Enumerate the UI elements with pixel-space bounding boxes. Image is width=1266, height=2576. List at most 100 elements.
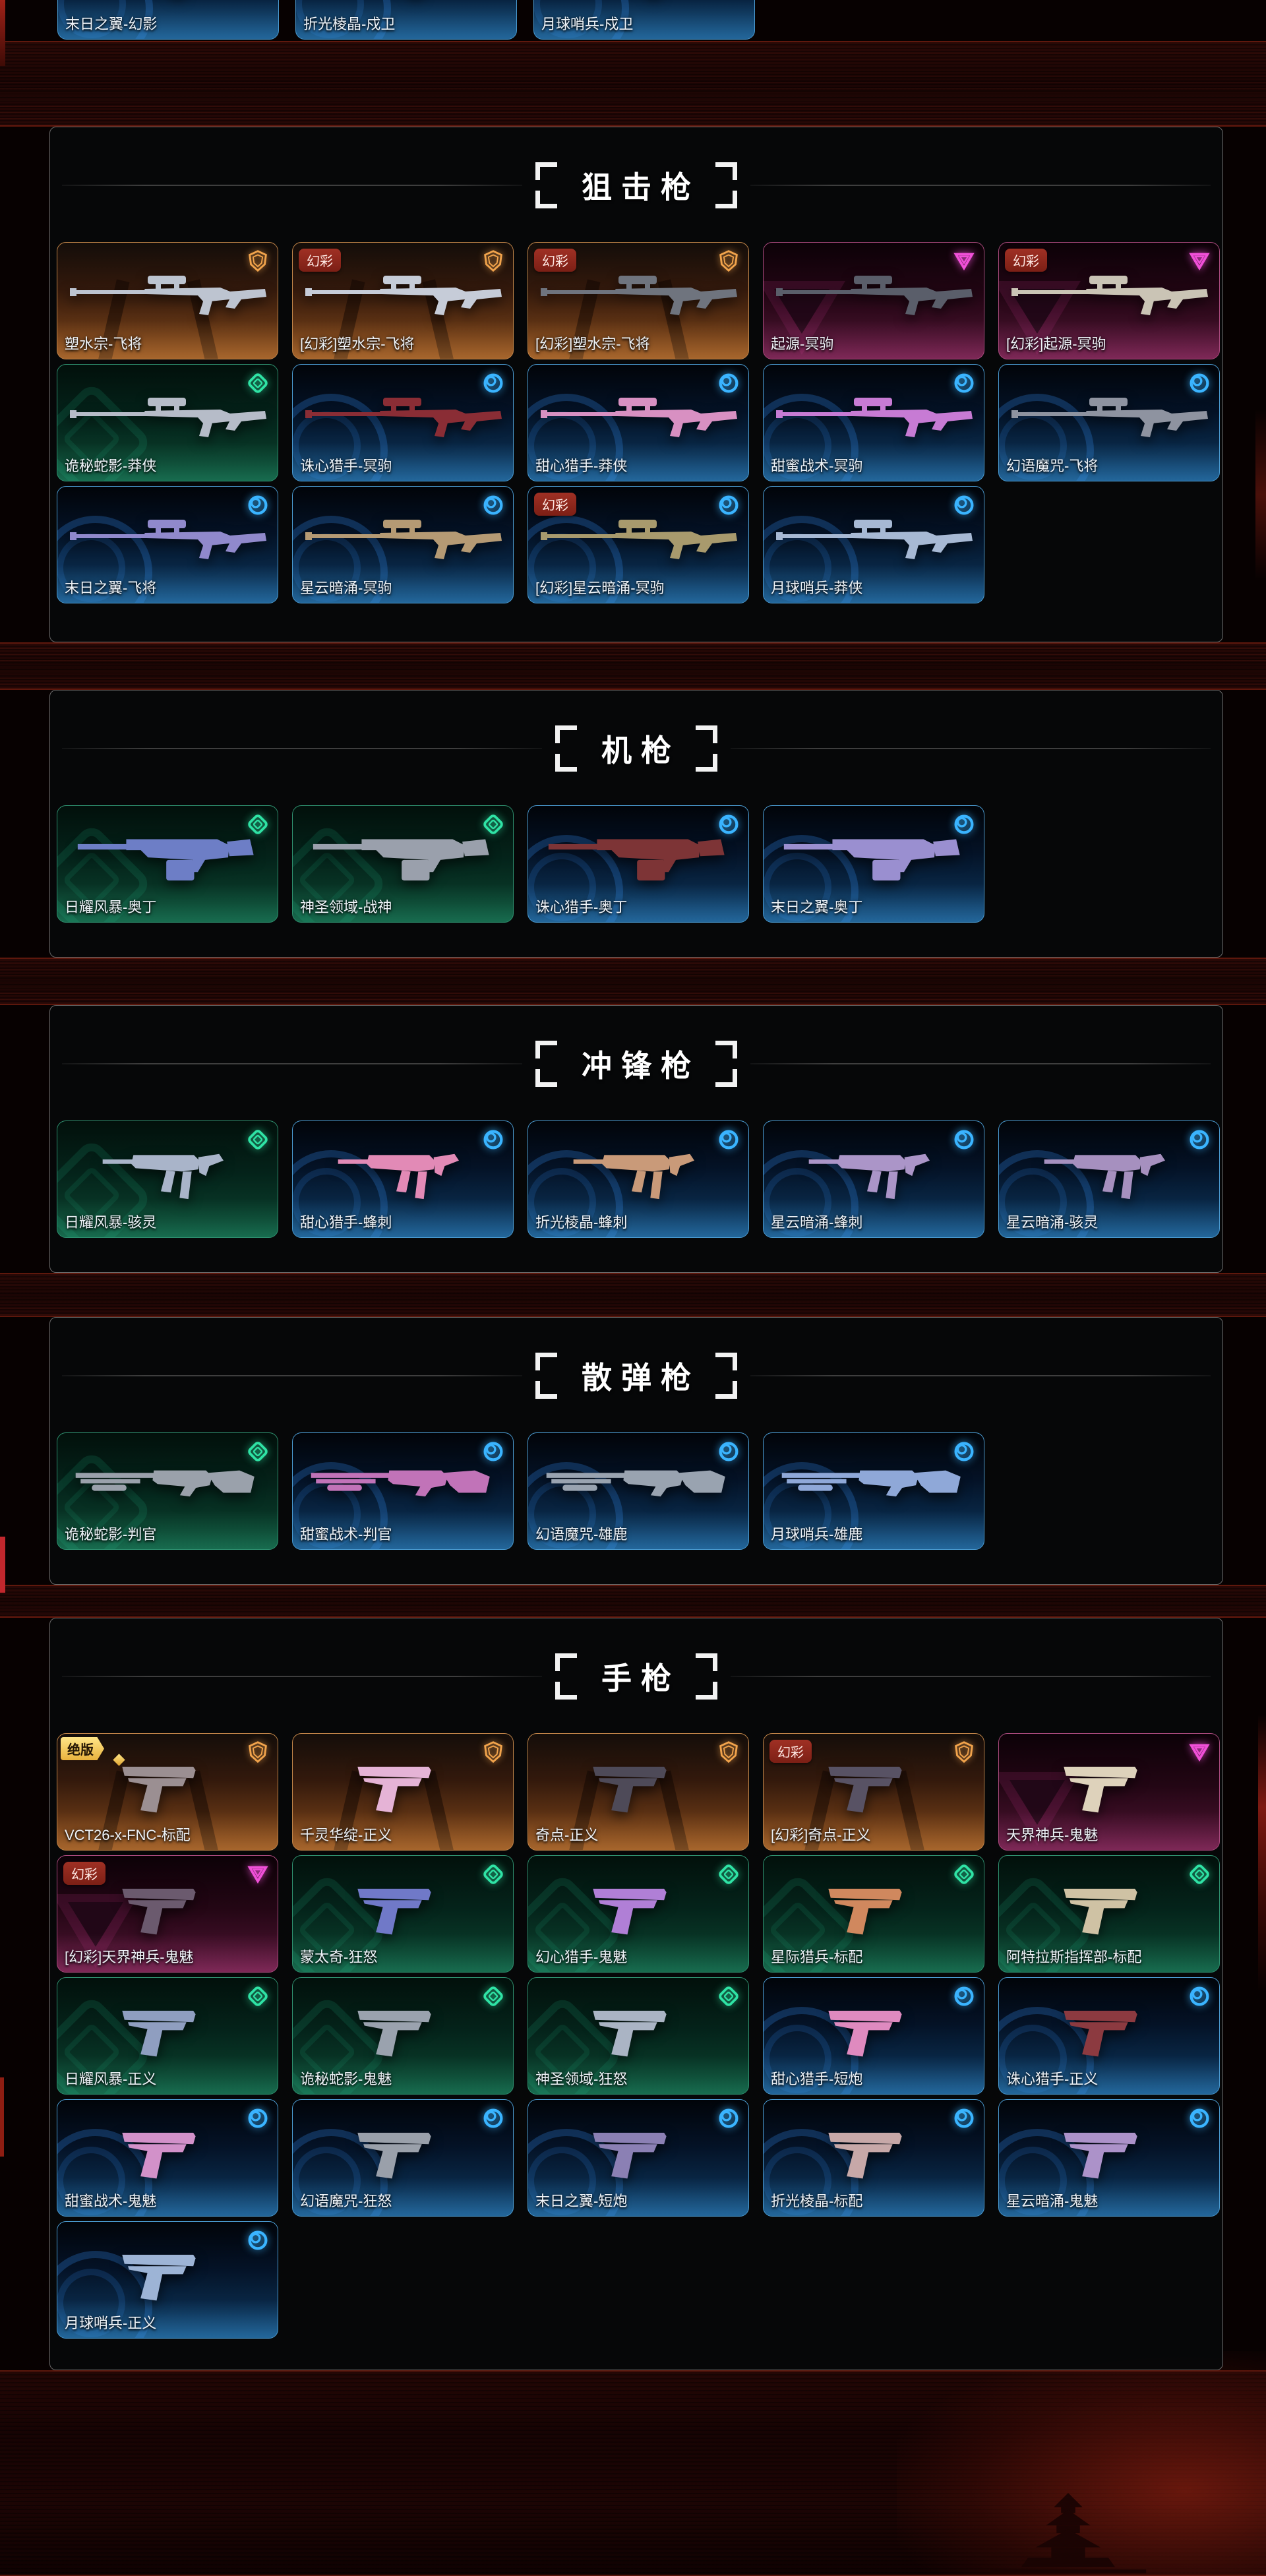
skin-card[interactable]: 诡秘蛇影-莽侠 xyxy=(57,364,278,481)
skin-card[interactable]: 星云暗涌-冥驹 xyxy=(292,486,514,603)
skin-card[interactable]: 星云暗涌-鬼魅 xyxy=(998,2099,1220,2217)
skin-card[interactable]: 起源-冥驹 xyxy=(763,242,984,359)
skin-name: 幻心猎手-鬼魅 xyxy=(535,1949,628,1965)
weapon-silhouette-icon xyxy=(118,2241,217,2307)
skin-card[interactable]: 月球哨兵-正义 xyxy=(57,2221,278,2339)
skin-card[interactable]: 幻彩[幻彩]天界神兵-鬼魅 xyxy=(57,1855,278,1973)
rarity-shield-icon xyxy=(719,1741,738,1763)
skin-card[interactable]: 末日之翼-飞将 xyxy=(57,486,278,603)
skin-name: 诛心猎手-冥驹 xyxy=(300,458,392,474)
skin-card[interactable]: 神圣领域-战神 xyxy=(292,805,514,923)
skin-card[interactable]: 末日之翼-幻影 xyxy=(57,0,279,40)
skin-card[interactable]: 神圣领域-狂怒 xyxy=(528,1977,749,2095)
rarity-diamond-icon xyxy=(248,1442,268,1461)
skin-card[interactable]: 奇点-正义 xyxy=(528,1733,749,1851)
rarity-ring-icon xyxy=(483,1442,503,1461)
weapon-silhouette-icon xyxy=(1060,2119,1159,2185)
skin-card[interactable]: 阿特拉斯指挥部-标配 xyxy=(998,1855,1220,1973)
skin-card[interactable]: 折光棱晶-蜂刺 xyxy=(528,1120,749,1238)
skin-card[interactable]: 末日之翼-短炮 xyxy=(528,2099,749,2217)
weapon-silhouette-icon xyxy=(824,1997,923,2063)
weapon-silhouette-icon xyxy=(779,1456,968,1508)
bg-band xyxy=(0,41,1266,127)
skin-card[interactable]: 月球哨兵-雄鹿 xyxy=(763,1432,984,1550)
skin-card[interactable]: 甜蜜战术-冥驹 xyxy=(763,364,984,481)
skin-card[interactable]: 甜心猎手-蜂刺 xyxy=(292,1120,514,1238)
skin-card[interactable]: 日耀风暴-奥丁 xyxy=(57,805,278,923)
card-grid: 日耀风暴-奥丁神圣领域-战神诛心猎手-奥丁 末日之翼-奥丁 xyxy=(57,805,1216,923)
rarity-ring-icon xyxy=(954,1130,974,1150)
skin-name: 星际猎兵-标配 xyxy=(771,1949,863,1965)
skin-card[interactable]: 千灵华绽-正义 xyxy=(292,1733,514,1851)
weapon-silhouette-icon xyxy=(589,1753,688,1819)
skin-card[interactable]: 天界神兵-鬼魅 xyxy=(998,1733,1220,1851)
card-grid: 诡秘蛇影-判官甜蜜战术-判官 幻语魔咒-雄鹿 月球哨兵-雄鹿 xyxy=(57,1432,1216,1550)
skin-card[interactable]: 幻心猎手-鬼魅 xyxy=(528,1855,749,1973)
skin-card[interactable]: 甜心猎手-莽侠 xyxy=(528,364,749,481)
rarity-ring-icon xyxy=(719,1130,738,1150)
skin-card[interactable]: 月球哨兵-戍卫 xyxy=(533,0,755,40)
skin-card[interactable]: 日耀风暴-骇灵 xyxy=(57,1120,278,1238)
skin-card[interactable]: 诛心猎手-冥驹 xyxy=(292,364,514,481)
bg-band xyxy=(0,642,1266,690)
skin-name: 月球哨兵-正义 xyxy=(65,2315,157,2331)
weapon-silhouette-icon xyxy=(824,2119,923,2185)
skin-card[interactable]: 月球哨兵-莽侠 xyxy=(763,486,984,603)
skin-card[interactable]: 幻彩[幻彩]星云暗涌-冥驹 xyxy=(528,486,749,603)
skin-card[interactable]: 星云暗涌-骇灵 xyxy=(998,1120,1220,1238)
skin-card[interactable]: 诛心猎手-奥丁 xyxy=(528,805,749,923)
weapon-silhouette-icon xyxy=(353,2119,452,2185)
bracket-left-icon xyxy=(555,725,579,772)
skin-name: 阿特拉斯指挥部-标配 xyxy=(1006,1949,1142,1965)
skin-card[interactable]: 幻语魔咒-飞将 xyxy=(998,364,1220,481)
header-line-right xyxy=(731,1676,1211,1677)
skin-card[interactable]: 折光棱晶-标配 xyxy=(763,2099,984,2217)
skin-name: 末日之翼-短炮 xyxy=(535,2193,628,2209)
skin-card[interactable]: 日耀风暴-正义 xyxy=(57,1977,278,2095)
rarity-ring-icon xyxy=(1190,1986,1209,2006)
skin-card[interactable]: 幻彩[幻彩]塑水宗-飞将 xyxy=(292,242,514,359)
skin-card[interactable]: 塑水宗-飞将 xyxy=(57,242,278,359)
rarity-ring-icon xyxy=(248,2108,268,2128)
rarity-ring-icon xyxy=(719,2108,738,2128)
weapon-silhouette-icon xyxy=(1043,1142,1175,1207)
section-header: 机枪 xyxy=(57,709,1216,788)
section-title: 狙击枪 xyxy=(582,169,700,205)
skin-name: 甜蜜战术-判官 xyxy=(300,1526,392,1543)
skin-card[interactable]: 甜蜜战术-鬼魅 xyxy=(57,2099,278,2217)
skin-card[interactable]: 幻彩[幻彩]塑水宗-飞将 xyxy=(528,242,749,359)
skin-card[interactable]: 幻彩[幻彩]起源-冥驹 xyxy=(998,242,1220,359)
skin-card[interactable]: 甜心猎手-短炮 xyxy=(763,1977,984,2095)
card-row: 日耀风暴-正义诡秘蛇影-鬼魅神圣领域-狂怒 甜心猎手-短炮诛心猎手-正义 xyxy=(57,1977,1220,2095)
rarity-ring-icon xyxy=(483,1130,503,1150)
skin-card[interactable]: 诡秘蛇影-鬼魅 xyxy=(292,1977,514,2095)
rarity-ring-icon xyxy=(954,373,974,393)
skin-name: 月球哨兵-雄鹿 xyxy=(771,1526,863,1543)
section-header: 冲锋枪 xyxy=(57,1024,1216,1103)
skin-card[interactable]: 幻语魔咒-雄鹿 xyxy=(528,1432,749,1550)
skin-card[interactable]: 折光棱晶-戍卫 xyxy=(295,0,517,40)
skin-card[interactable]: 星际猎兵-标配 xyxy=(763,1855,984,1973)
skin-card[interactable]: 蒙太奇-狂怒 xyxy=(292,1855,514,1973)
skin-name: 末日之翼-奥丁 xyxy=(771,899,863,915)
skin-name: 神圣领域-狂怒 xyxy=(535,2071,628,2087)
rarity-ring-icon xyxy=(954,1442,974,1461)
skin-name: 幻语魔咒-雄鹿 xyxy=(535,1526,628,1543)
skin-name: 诛心猎手-奥丁 xyxy=(535,899,628,915)
skin-card[interactable]: 幻语魔咒-狂怒 xyxy=(292,2099,514,2217)
skin-card[interactable]: 诛心猎手-正义 xyxy=(998,1977,1220,2095)
skin-card[interactable]: 末日之翼-奥丁 xyxy=(763,805,984,923)
skin-name: 日耀风暴-骇灵 xyxy=(65,1214,157,1231)
skin-card[interactable]: 甜蜜战术-判官 xyxy=(292,1432,514,1550)
skin-card[interactable]: 星云暗涌-蜂刺 xyxy=(763,1120,984,1238)
weapon-silhouette-icon xyxy=(808,1142,940,1207)
rarity-ring-icon xyxy=(719,814,738,834)
weapon-silhouette-icon xyxy=(547,825,729,884)
skin-name: 甜蜜战术-鬼魅 xyxy=(65,2193,157,2209)
skin-card[interactable]: 幻彩[幻彩]奇点-正义 xyxy=(763,1733,984,1851)
skin-card[interactable]: 诡秘蛇影-判官 xyxy=(57,1432,278,1550)
bracket-left-icon xyxy=(535,1041,559,1087)
rarity-shield-icon xyxy=(484,250,502,272)
skin-name: 折光棱晶-戍卫 xyxy=(303,16,396,32)
